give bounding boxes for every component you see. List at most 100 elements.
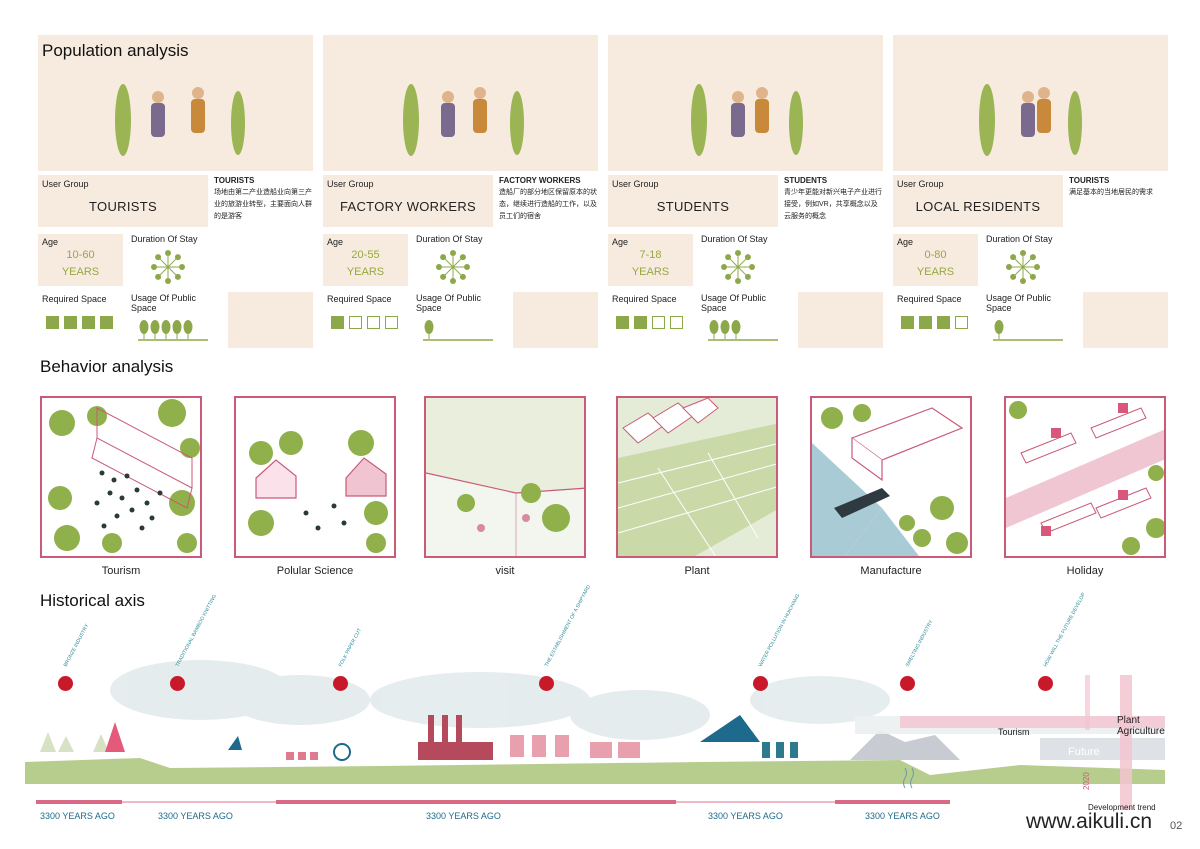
desc-text: 造船厂的部分地区保留原本的状态，继续进行造船的工作，以及员工们的宿舍	[499, 189, 597, 220]
event-label-6: SMELTING INDUSTRY	[904, 619, 935, 668]
empty-panel	[1083, 292, 1168, 348]
user-group-label: User Group	[897, 179, 944, 189]
age-unit: YEARS	[916, 266, 955, 278]
group-image-panel	[608, 35, 883, 171]
year-label-4: 3300 YEARS AGO	[708, 811, 783, 821]
event-label-2: TRADITIONAL BAMBOO KNITTING	[174, 593, 218, 668]
event-dot-4	[539, 676, 554, 691]
space-square	[64, 316, 77, 329]
tree-icon	[150, 320, 160, 339]
group-description: FACTORY WORKERS 造船厂的部分地区保留原本的状态，继续进行造船的工作…	[499, 175, 599, 223]
event-dot-3	[333, 676, 348, 691]
behavior-card-science	[234, 396, 396, 558]
usage-trees	[708, 320, 778, 341]
future-label: Future	[1068, 746, 1100, 758]
desc-title: FACTORY WORKERS	[499, 176, 581, 185]
space-square	[331, 316, 344, 329]
space-square	[670, 316, 683, 329]
future-tourism: Tourism	[998, 727, 1030, 737]
duration-icon	[1006, 250, 1040, 284]
page-number: 02	[1170, 820, 1183, 832]
event-dot-6	[900, 676, 915, 691]
future-agriculture: Agriculture	[1117, 726, 1165, 737]
behavior-card-holiday	[1004, 396, 1166, 558]
future-plant: Plant	[1117, 715, 1140, 726]
desc-title: TOURISTS	[1069, 176, 1110, 185]
age-range: 7-18	[639, 249, 662, 261]
group-image-panel	[38, 35, 313, 171]
space-square	[349, 316, 362, 329]
space-square	[919, 316, 932, 329]
year-label-1: 3300 YEARS AGO	[40, 811, 115, 821]
age-unit: YEARS	[631, 266, 670, 278]
group-description: TOURISTS 满足基本的当地居民的需求	[1069, 175, 1169, 199]
user-group-label: User Group	[612, 179, 659, 189]
space-square	[100, 316, 113, 329]
timeline-bar-3	[276, 800, 676, 804]
timeline-bar-2	[122, 801, 276, 803]
group-illustration	[115, 84, 245, 156]
age-label: Age	[327, 237, 344, 247]
empty-panel	[798, 292, 883, 348]
usage-trees	[993, 320, 1063, 341]
tree-icon	[994, 320, 1004, 339]
behavior-title: Behavior analysis	[40, 357, 174, 376]
usage-label: Usage Of Public Space	[986, 293, 1052, 313]
group-image-panel	[893, 35, 1168, 171]
tree-icon	[172, 320, 182, 339]
future-year: 2020	[1082, 772, 1091, 790]
desc-title: TOURISTS	[214, 176, 255, 185]
group-illustration	[691, 84, 803, 156]
future-trend: Development trend	[1088, 803, 1156, 812]
tree-icon	[139, 320, 149, 339]
group-illustration	[403, 84, 524, 156]
tree-icon	[709, 320, 719, 339]
required-space-label: Required Space	[897, 294, 962, 304]
tree-icon	[720, 320, 730, 339]
usage-label: Usage Of Public Space	[131, 293, 197, 313]
behavior-label-tourism: Tourism	[101, 565, 141, 577]
timeline-bar-1	[36, 800, 122, 804]
history-title: Historical axis	[40, 591, 145, 610]
age-label: Age	[612, 237, 629, 247]
user-group-label: User Group	[327, 179, 374, 189]
year-label-3: 3300 YEARS AGO	[426, 811, 501, 821]
tree-icon	[731, 320, 741, 339]
space-square	[652, 316, 665, 329]
required-space-label: Required Space	[42, 294, 107, 304]
behavior-card-plant	[616, 396, 778, 558]
space-square	[937, 316, 950, 329]
duration-label: Duration Of Stay	[986, 234, 1053, 244]
group-illustration	[979, 84, 1082, 156]
behavior-label-holiday: Holiday	[1066, 565, 1104, 577]
desc-text: 满足基本的当地居民的需求	[1069, 189, 1153, 196]
desc-title: STUDENTS	[784, 176, 828, 185]
group-image-panel	[323, 35, 598, 171]
usage-trees	[423, 320, 493, 341]
behavior-card-tourism	[40, 396, 202, 558]
behavior-card-visit	[424, 396, 586, 558]
duration-icon	[721, 250, 755, 284]
user-group-name: STUDENTS	[656, 199, 730, 214]
user-group-name: FACTORY WORKERS	[340, 199, 476, 214]
event-dot-7	[1038, 676, 1053, 691]
timeline-bar-4	[676, 801, 835, 803]
usage-label: Usage Of Public Space	[416, 293, 482, 313]
behavior-label-visit: visit	[495, 565, 515, 577]
age-label: Age	[897, 237, 914, 247]
age-unit: YEARS	[61, 266, 100, 278]
behavior-label-science: Polular Science	[276, 565, 354, 577]
duration-icon	[151, 250, 185, 284]
tree-icon	[161, 320, 171, 339]
event-dot-2	[170, 676, 185, 691]
